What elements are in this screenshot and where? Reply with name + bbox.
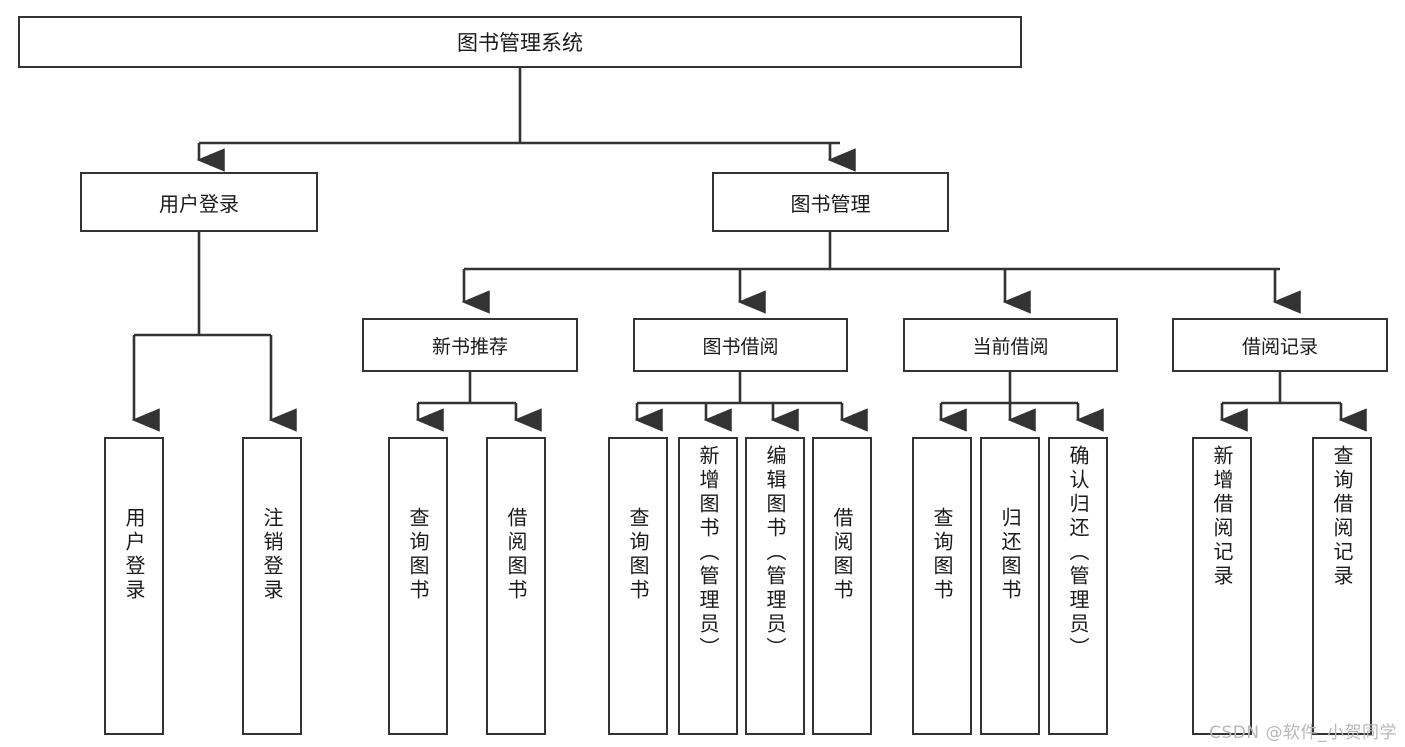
leaf-return-book[interactable]: 归还图书 [980, 437, 1040, 735]
leaf-borrow-book-borrow-label: 借阅图书 [830, 507, 854, 603]
leaf-borrow-book-newbook-label: 借阅图书 [504, 507, 528, 603]
leaf-query-book-borrow[interactable]: 查询图书 [608, 437, 668, 735]
node-book-borrow[interactable]: 图书借阅 [633, 318, 848, 372]
node-user-login-label: 用户登录 [159, 191, 239, 216]
leaf-confirm-return-admin[interactable]: 确认归还（管理员） [1048, 437, 1108, 735]
watermark: CSDN @软件_小贺同学 [1209, 723, 1397, 743]
leaf-query-book-borrow-label: 查询图书 [626, 507, 650, 603]
leaf-borrow-book-newbook[interactable]: 借阅图书 [486, 437, 546, 735]
node-book-management-label: 图书管理 [790, 191, 871, 216]
leaf-query-book-newbook[interactable]: 查询图书 [388, 437, 448, 735]
leaf-query-book-current-label: 查询图书 [930, 507, 954, 603]
node-current-borrow[interactable]: 当前借阅 [903, 318, 1118, 372]
node-new-book-recommend-label: 新书推荐 [431, 335, 508, 358]
leaf-query-book-newbook-label: 查询图书 [406, 507, 430, 603]
node-root[interactable]: 图书管理系统 [18, 16, 1022, 68]
leaf-add-borrow-record-label: 新增借阅记录 [1210, 445, 1234, 589]
node-book-management[interactable]: 图书管理 [712, 172, 949, 232]
leaf-query-borrow-record-label: 查询借阅记录 [1330, 445, 1354, 589]
node-current-borrow-label: 当前借阅 [972, 335, 1049, 358]
leaf-add-borrow-record[interactable]: 新增借阅记录 [1192, 437, 1252, 735]
leaf-user-login-label: 用户登录 [122, 507, 146, 603]
node-new-book-recommend[interactable]: 新书推荐 [362, 318, 578, 372]
node-root-label: 图书管理系统 [457, 31, 583, 55]
node-borrow-record-label: 借阅记录 [1241, 335, 1318, 358]
leaf-add-book-admin[interactable]: 新增图书（管理员） [678, 437, 738, 735]
leaf-query-borrow-record[interactable]: 查询借阅记录 [1312, 437, 1372, 735]
leaf-user-login[interactable]: 用户登录 [104, 437, 164, 735]
node-borrow-record[interactable]: 借阅记录 [1172, 318, 1388, 372]
leaf-return-book-label: 归还图书 [998, 507, 1022, 603]
leaf-edit-book-admin-label: 编辑图书（管理员） [763, 445, 787, 661]
node-book-borrow-label: 图书借阅 [702, 335, 779, 358]
leaf-logout-label: 注销登录 [260, 507, 284, 603]
leaf-query-book-current[interactable]: 查询图书 [912, 437, 972, 735]
node-user-login[interactable]: 用户登录 [80, 172, 318, 232]
leaf-borrow-book-borrow[interactable]: 借阅图书 [812, 437, 872, 735]
leaf-edit-book-admin[interactable]: 编辑图书（管理员） [745, 437, 805, 735]
leaf-logout[interactable]: 注销登录 [242, 437, 302, 735]
leaf-add-book-admin-label: 新增图书（管理员） [696, 445, 720, 661]
leaf-confirm-return-admin-label: 确认归还（管理员） [1066, 445, 1090, 661]
